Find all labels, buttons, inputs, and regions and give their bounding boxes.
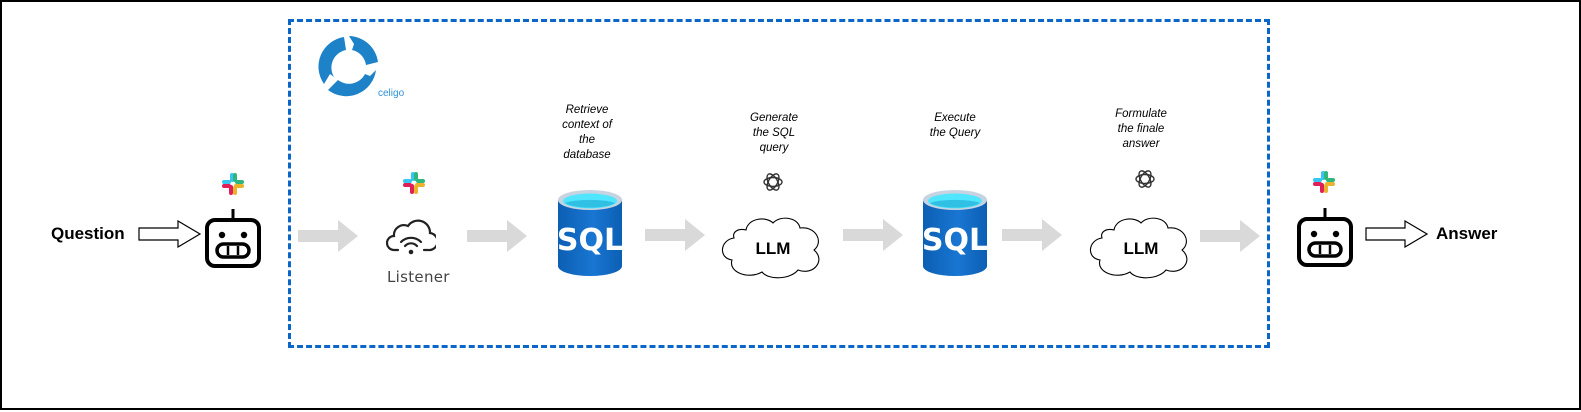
svg-text:SQL: SQL — [557, 223, 623, 258]
flow-arrow — [298, 220, 358, 252]
celigo-logo-icon — [318, 36, 378, 97]
listener-label: Listener — [387, 268, 450, 286]
flow-arrow — [1002, 219, 1062, 251]
question-arrow — [138, 220, 202, 248]
openai-icon — [763, 173, 783, 191]
flow-arrow — [843, 219, 903, 251]
robot-icon — [205, 209, 261, 268]
llm-cloud: LLM — [1089, 217, 1188, 279]
celigo-integration-boundary — [288, 19, 1270, 348]
openai-icon — [1135, 170, 1155, 188]
celigo-wordmark: celigo — [378, 88, 405, 99]
robot-icon — [1297, 208, 1353, 267]
slack-icon — [222, 173, 244, 195]
svg-text:SQL: SQL — [922, 223, 988, 258]
flow-arrow — [467, 220, 527, 252]
flow-arrow — [645, 219, 705, 251]
svg-text:LLM: LLM — [756, 239, 791, 258]
question-label: Question — [51, 224, 125, 243]
slack-icon — [403, 172, 425, 194]
sql-database-icon: SQL — [922, 190, 988, 276]
cloud-wifi-icon — [386, 219, 436, 255]
answer-arrow — [1365, 220, 1429, 248]
flow-arrow — [1200, 220, 1260, 252]
answer-label: Answer — [1436, 224, 1498, 243]
svg-text:LLM: LLM — [1124, 239, 1159, 258]
llm-cloud: LLM — [721, 217, 820, 279]
slack-icon — [1313, 171, 1335, 193]
sql-database-icon: SQL — [557, 190, 623, 276]
